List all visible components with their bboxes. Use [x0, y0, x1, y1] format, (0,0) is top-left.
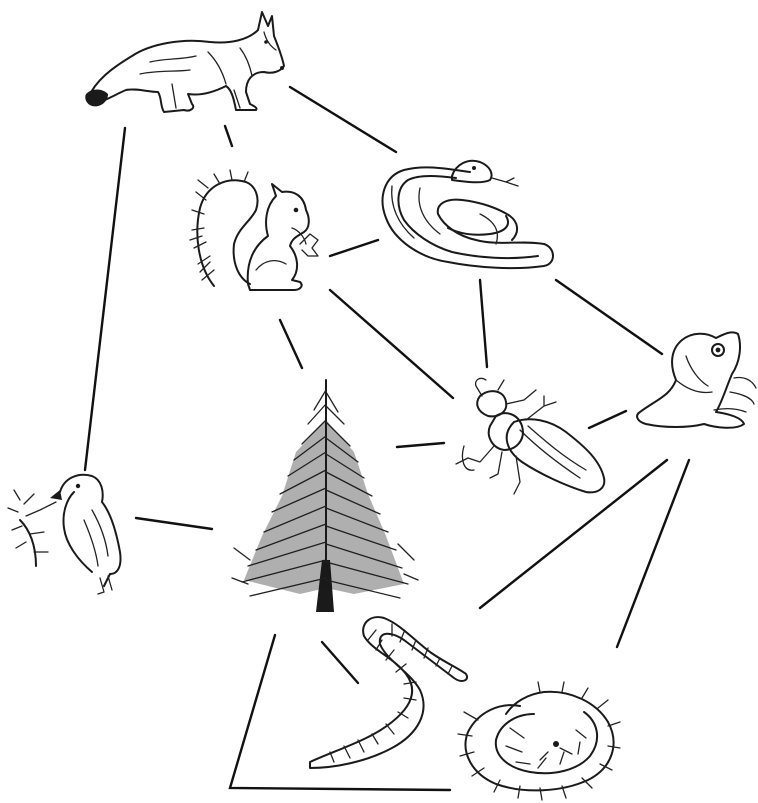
link-tree-millipede	[230, 635, 450, 790]
squirrel-icon	[190, 170, 318, 290]
link-squirrel-tree	[280, 320, 302, 368]
link-fox-bird	[85, 128, 125, 470]
link-tree-bird	[136, 518, 212, 529]
frog-icon	[637, 332, 756, 427]
bird-icon	[8, 475, 121, 594]
link-squirrel-snake	[330, 240, 378, 256]
spruce-tree-icon	[232, 380, 418, 612]
link-tree-beetle	[397, 443, 444, 447]
link-tree-earthworm	[322, 642, 358, 683]
link-snake-beetle	[480, 280, 487, 367]
link-squirrel-beetle	[330, 290, 453, 398]
fox-icon	[85, 12, 284, 112]
link-frog-earthworm	[480, 460, 667, 608]
millipede-icon	[458, 682, 620, 800]
snake-icon	[383, 161, 553, 268]
link-fox-snake	[290, 87, 396, 152]
beetle-icon	[456, 378, 604, 494]
earthworm-icon	[310, 617, 467, 768]
link-fox-squirrel	[225, 126, 232, 146]
food-web-links	[85, 87, 689, 790]
link-snake-frog	[556, 280, 662, 354]
link-frog-millipede	[617, 460, 689, 647]
link-frog-beetle	[589, 411, 626, 428]
